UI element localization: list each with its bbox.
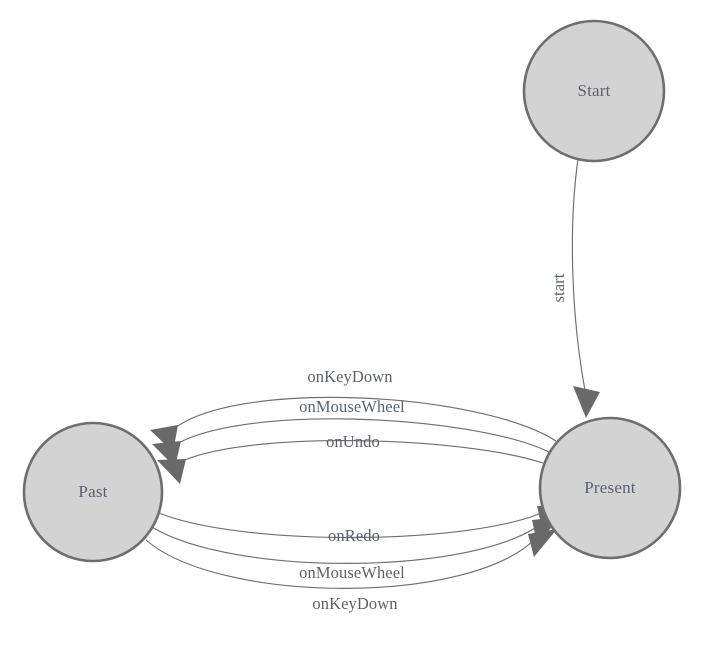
node-past-circle xyxy=(22,421,164,563)
edge-label-start: start xyxy=(549,273,568,302)
edge-present-to-past-onmousewheel-path xyxy=(171,418,550,453)
edge-past-to-present-onkeydown[interactable]: onKeyDown xyxy=(145,529,557,613)
node-start-label: Start xyxy=(577,81,610,100)
edge-past-to-present-onkeydown-path xyxy=(145,536,538,589)
edge-present-to-past-onundo-path xyxy=(175,440,544,465)
edge-start-to-present-arrowhead xyxy=(573,386,600,418)
edge-label-past-to-present-onredo: onRedo xyxy=(328,526,380,545)
edge-past-to-present-onmousewheel-path xyxy=(151,523,542,564)
edge-past-to-present-onredo-path xyxy=(158,510,547,539)
node-start[interactable]: Start xyxy=(522,19,666,163)
node-present-circle xyxy=(538,416,682,560)
node-start-circle xyxy=(522,19,666,163)
edge-past-to-present-onredo[interactable]: onRedo xyxy=(158,505,566,545)
edge-label-present-to-past-onmousewheel: onMouseWheel xyxy=(299,397,405,416)
edge-past-to-present-onkeydown-arrowhead xyxy=(528,529,557,557)
edge-present-to-past-onkeydown-path xyxy=(169,396,557,442)
node-past-label: Past xyxy=(78,482,107,501)
edge-label-present-to-past-onundo: onUndo xyxy=(326,432,380,451)
edge-present-to-past-onundo-arrowhead xyxy=(157,459,186,484)
edge-label-present-to-past-onkeydown: onKeyDown xyxy=(307,367,392,386)
node-past[interactable]: Past xyxy=(22,421,164,563)
edge-start-to-present-path xyxy=(571,158,586,391)
edge-present-to-past-onundo[interactable]: onUndo xyxy=(157,432,544,484)
edge-label-past-to-present-onmousewheel: onMouseWheel xyxy=(299,563,405,582)
edge-label-past-to-present-onkeydown: onKeyDown xyxy=(312,594,397,613)
node-present[interactable]: Present xyxy=(538,416,682,560)
node-present-label: Present xyxy=(584,478,636,497)
edge-start-to-present[interactable]: start xyxy=(549,158,600,418)
